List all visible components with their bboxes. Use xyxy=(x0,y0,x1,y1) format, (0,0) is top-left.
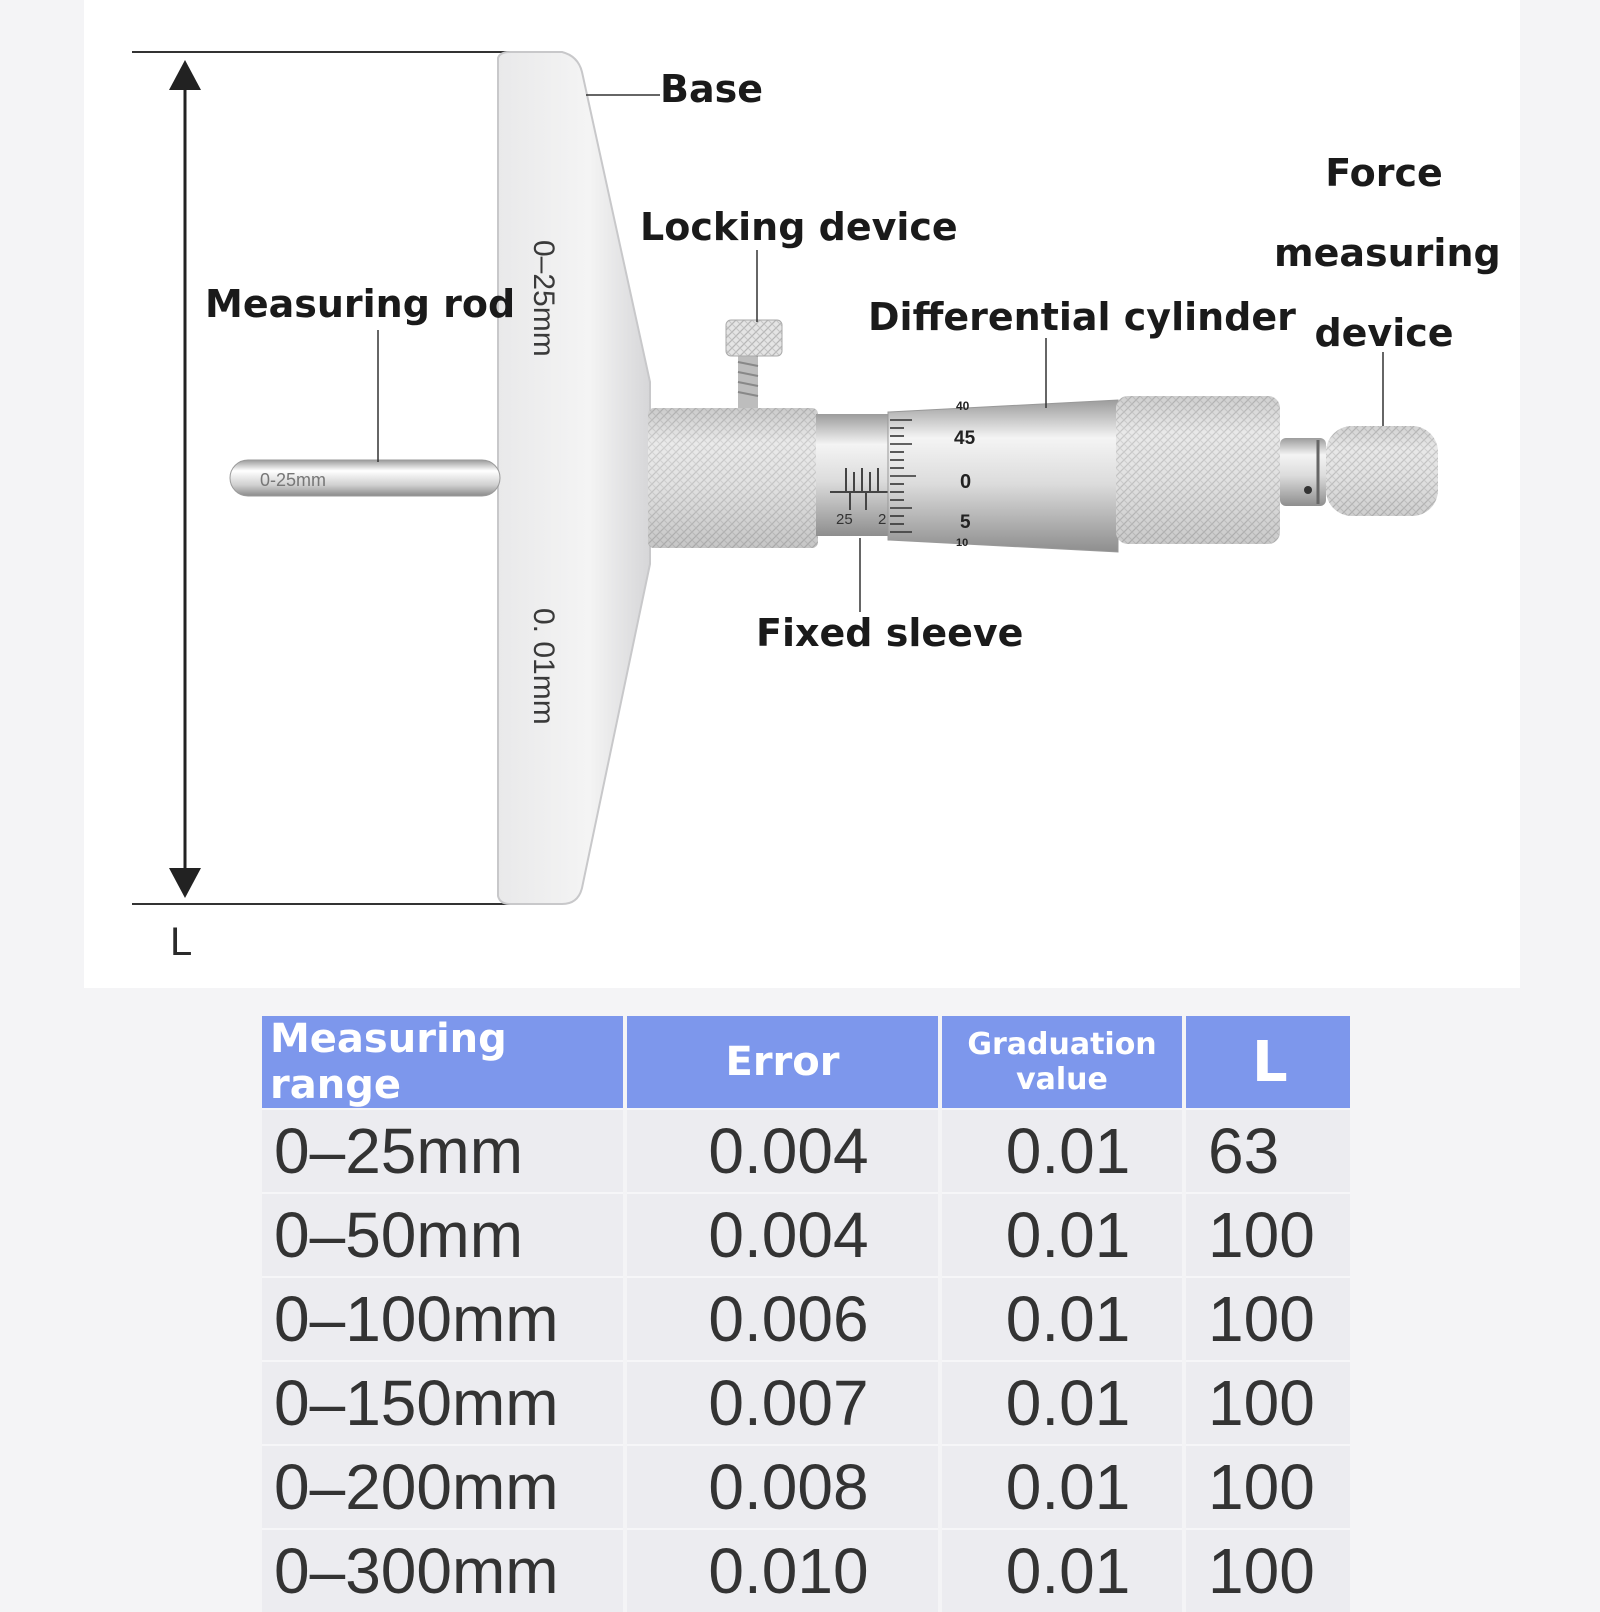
fixed-sleeve xyxy=(816,414,896,536)
header-measuring-range: Measuring range xyxy=(262,1016,623,1108)
svg-text:0: 0 xyxy=(960,471,971,493)
cell-graduation: 0.01 xyxy=(942,1360,1182,1444)
label-differential-cylinder: Differential cylinder xyxy=(868,295,1296,339)
cell-range: 0–50mm xyxy=(262,1192,623,1276)
table-row: 0–25mm 0.004 0.01 63 xyxy=(262,1108,1350,1192)
label-force-line2: measuring xyxy=(1274,231,1501,275)
svg-text:10: 10 xyxy=(956,537,968,549)
svg-text:45: 45 xyxy=(954,428,976,449)
base-block xyxy=(497,51,651,905)
cell-graduation: 0.01 xyxy=(942,1528,1182,1612)
measuring-rod xyxy=(229,459,501,497)
cell-error: 0.008 xyxy=(627,1444,938,1528)
label-measuring-rod: Measuring rod xyxy=(205,282,516,326)
cell-graduation: 0.01 xyxy=(942,1108,1182,1192)
label-fixed-sleeve: Fixed sleeve xyxy=(756,611,1024,655)
label-force-line1: Force xyxy=(1325,151,1443,195)
cell-l: 100 xyxy=(1186,1192,1350,1276)
cell-l: 100 xyxy=(1186,1528,1350,1612)
locking-screw xyxy=(725,319,783,408)
thimble-numbers: 40 45 0 5 10 xyxy=(954,399,976,549)
cell-l: 100 xyxy=(1186,1360,1350,1444)
header-graduation-value: Graduation value xyxy=(942,1016,1182,1108)
table-header-row: Measuring range Error Graduation value L xyxy=(262,1016,1350,1108)
cell-error: 0.010 xyxy=(627,1528,938,1612)
label-base: Base xyxy=(660,67,763,111)
dimension-line-l xyxy=(132,51,510,905)
table-row: 0–200mm 0.008 0.01 100 xyxy=(262,1444,1350,1528)
sleeve-number: 25 xyxy=(836,511,853,528)
cell-graduation: 0.01 xyxy=(942,1192,1182,1276)
arrow-up-icon xyxy=(169,60,201,90)
thimble xyxy=(887,399,1119,553)
svg-text:40: 40 xyxy=(956,399,970,413)
cell-error: 0.004 xyxy=(627,1108,938,1192)
leader-lines xyxy=(377,94,1384,612)
table-row: 0–300mm 0.010 0.01 100 xyxy=(262,1528,1350,1612)
cell-l: 100 xyxy=(1186,1276,1350,1360)
arrow-down-icon xyxy=(169,868,201,898)
cell-l: 100 xyxy=(1186,1444,1350,1528)
table-row: 0–50mm 0.004 0.01 100 xyxy=(262,1192,1350,1276)
cell-range: 0–25mm xyxy=(262,1108,623,1192)
cell-range: 0–150mm xyxy=(262,1360,623,1444)
base-resolution-marking: 0. 01mm xyxy=(527,608,560,725)
cell-range: 0–300mm xyxy=(262,1528,623,1612)
label-locking-device: Locking device xyxy=(640,205,958,249)
thimble-ticks xyxy=(890,419,916,533)
header-l: L xyxy=(1186,1016,1350,1108)
cell-graduation: 0.01 xyxy=(942,1276,1182,1360)
table-row: 0–150mm 0.007 0.01 100 xyxy=(262,1360,1350,1444)
table-row: 0–100mm 0.006 0.01 100 xyxy=(262,1276,1350,1360)
cell-range: 0–100mm xyxy=(262,1276,623,1360)
cell-error: 0.004 xyxy=(627,1192,938,1276)
spec-table: Measuring range Error Graduation value L… xyxy=(258,1016,1354,1612)
svg-text:5: 5 xyxy=(960,512,971,533)
dimension-label-l: L xyxy=(170,920,193,964)
cell-error: 0.006 xyxy=(627,1276,938,1360)
sleeve-number: 2 xyxy=(878,511,886,528)
cell-l: 63 xyxy=(1186,1108,1350,1192)
sleeve-ticks xyxy=(845,468,879,510)
header-error: Error xyxy=(627,1016,938,1108)
base-range-marking: 0–25mm xyxy=(527,240,560,357)
label-force-line3: device xyxy=(1314,311,1454,355)
cell-graduation: 0.01 xyxy=(942,1444,1182,1528)
rod-marking: 0-25mm xyxy=(260,470,326,490)
cell-range: 0–200mm xyxy=(262,1444,623,1528)
micrometer-diagram: 0-25mm 25 2 40 45 0 5 10 xyxy=(132,51,1438,905)
cell-error: 0.007 xyxy=(627,1360,938,1444)
